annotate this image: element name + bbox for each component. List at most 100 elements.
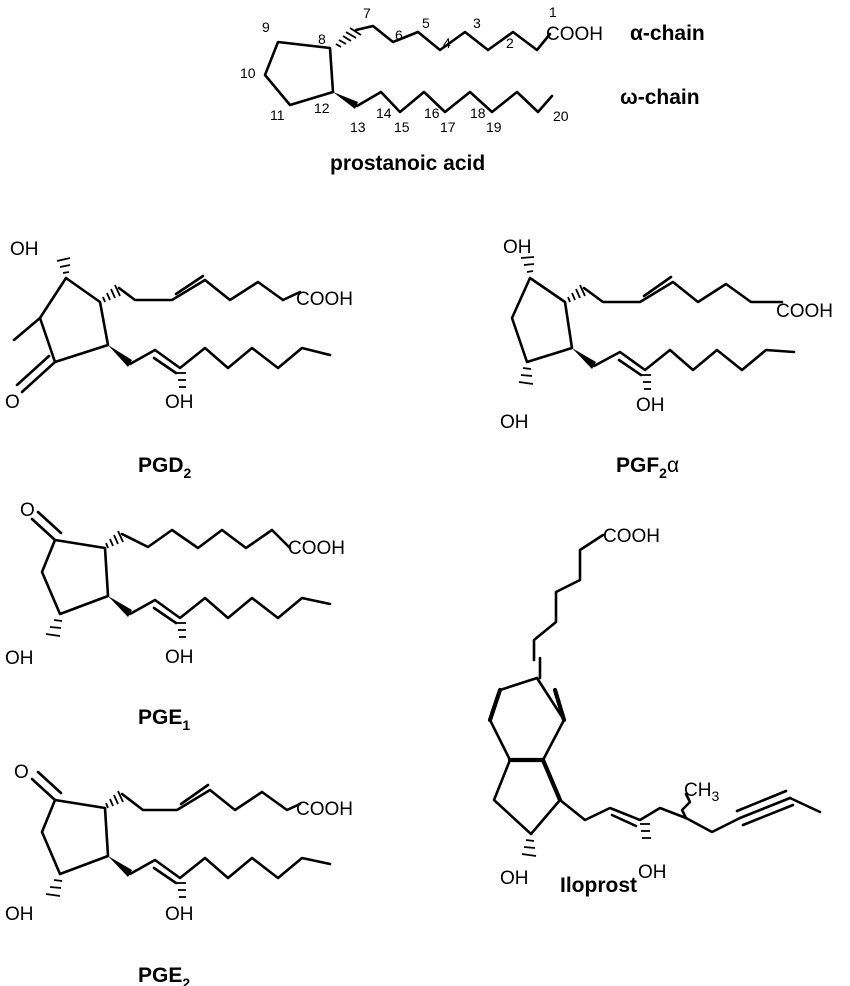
wedge-bond-c12	[333, 92, 358, 109]
pge1-oxo: O	[20, 500, 35, 521]
pgf2a-wedge	[572, 348, 596, 369]
pge2-oh-ring: OH	[5, 904, 34, 925]
carbon-number: 11	[270, 107, 285, 123]
iloprost-title-visible: Iloprost	[560, 874, 637, 897]
pge1-ring	[40, 538, 110, 616]
iloprost-cooh: COOH	[603, 526, 660, 547]
carbon-number: 4	[443, 35, 451, 51]
carbon-number: 1	[549, 4, 557, 20]
prostanoic-acid-title: prostanoic acid	[330, 152, 485, 175]
pgf2a-hash-oh-bottom	[518, 367, 534, 385]
iloprost-oh-side: OH	[638, 862, 667, 883]
pge1-name-sub: 1	[182, 717, 190, 733]
pge1-oh-ring: OH	[5, 648, 34, 669]
pge1-hash-oh-ring	[45, 619, 63, 637]
carbon-number: 16	[424, 105, 440, 121]
carbon-number: 8	[318, 31, 326, 47]
pgd2-oxo: O	[5, 392, 20, 413]
pgf2a-oh-side: OH	[636, 395, 665, 416]
pge2-wedge	[108, 856, 132, 877]
iloprost-oh-ring: OH	[500, 868, 529, 889]
iloprost-hash-oh15	[640, 823, 651, 839]
iloprost-triple-bond	[738, 796, 792, 820]
pgf2a-name-suffix: α	[667, 454, 679, 477]
iloprost-bicycle-outline	[488, 676, 566, 836]
carbon-number: 10	[240, 65, 256, 81]
iloprost-methyl-bond	[680, 792, 692, 820]
carbon-number: 13	[350, 119, 366, 135]
pge2-carbonyl	[30, 777, 57, 802]
carbon-number: 15	[394, 119, 410, 135]
iloprost-lower-chain	[558, 798, 688, 822]
carbon-number: 6	[395, 27, 403, 43]
carbon-number: 3	[473, 15, 481, 31]
pgf2a-oh-top: OH	[503, 237, 532, 258]
pgf2a-name-sub: 2	[659, 465, 667, 481]
pgd2-structure: OH O COOH OH PGD2	[5, 239, 353, 481]
iloprost-ch3-sub: 3	[711, 788, 719, 804]
pge1-title: PGE1	[138, 706, 190, 733]
pgf2a-omega-chain	[592, 348, 796, 372]
hashed-bond-c8	[335, 27, 362, 48]
pge2-omega-chain	[128, 856, 332, 880]
pgf2a-name-main: PGF	[616, 454, 659, 477]
omega-chain-label: ω-chain	[620, 86, 700, 109]
pge1-hash-alpha	[105, 530, 124, 549]
pge1-name-main: PGE	[138, 706, 182, 729]
carbon-number: 14	[376, 105, 392, 121]
iloprost-hash-oh-ring	[521, 839, 537, 857]
omega-chain-bonds	[355, 90, 554, 114]
pgd2-name-main: PGD	[138, 454, 184, 477]
pgf2a-cooh: COOH	[776, 301, 833, 322]
pge1-omega-chain	[128, 596, 332, 620]
pgd2-alpha-chain	[117, 278, 302, 302]
iloprost-tail	[684, 816, 742, 834]
pge1-hash-oh15	[176, 622, 186, 638]
iloprost-methyl: CH3	[684, 780, 719, 804]
pgf2a-hash-alpha	[567, 284, 586, 303]
pge1-wedge	[108, 596, 132, 617]
pge2-structure: O COOH OH OH PGE2	[5, 762, 353, 986]
pge2-alpha-chain	[120, 788, 302, 812]
iloprost-upper-chain	[532, 533, 605, 662]
carbon-number: 17	[440, 119, 456, 135]
pge1-oh-side: OH	[165, 647, 194, 668]
pgd2-oh-side: OH	[165, 392, 194, 413]
pgd2-wedge	[108, 345, 132, 367]
pgf2a-ring	[510, 276, 574, 364]
pge2-oxo: O	[14, 762, 29, 783]
pgf2a-title: PGF2α	[616, 454, 679, 481]
cyclopentane-ring	[263, 40, 335, 107]
pgd2-name-sub: 2	[184, 465, 192, 481]
cooh-label: COOH	[546, 24, 603, 45]
prostanoic-acid-structure: COOH α-chain ω-chain 1 2 3 4 5 6 7 8 9 1…	[240, 4, 705, 175]
carbon-number: 20	[553, 108, 569, 124]
pge2-cooh: COOH	[296, 799, 353, 820]
pge2-hash-oh-ring	[45, 879, 63, 897]
pge1-structure: O COOH OH OH PGE1	[5, 500, 345, 733]
carbon-number: 12	[314, 100, 330, 116]
pgd2-hash-oh	[56, 257, 71, 274]
pgd2-cooh: COOH	[296, 289, 353, 310]
carbon-number: 9	[262, 19, 270, 35]
pgd2-hash-oh15	[176, 372, 186, 388]
pgd2-omega-chain	[128, 346, 332, 370]
pgd2-title: PGD2	[138, 454, 192, 481]
pgf2a-alpha-chain	[582, 280, 784, 304]
pge2-oh-side: OH	[165, 904, 194, 925]
pgf2a-oh-bottom: OH	[500, 412, 529, 433]
pge1-cooh: COOH	[288, 538, 345, 559]
carbon-number: 7	[363, 5, 371, 21]
carbon-number: 18	[470, 105, 486, 121]
pgd2-carbonyl	[20, 360, 57, 394]
pge2-name-sub: 2	[182, 975, 190, 986]
pge1-alpha-chain	[120, 528, 292, 550]
iloprost-structure: COOH OH OH CH3 Iloprost Iloprost	[487, 526, 822, 897]
pge2-hash-alpha	[105, 790, 124, 809]
carbon-number: 19	[486, 119, 502, 135]
alpha-chain-bonds	[354, 24, 552, 52]
pge2-name-main: PGE	[138, 964, 182, 986]
pgd2-ring	[38, 276, 110, 364]
